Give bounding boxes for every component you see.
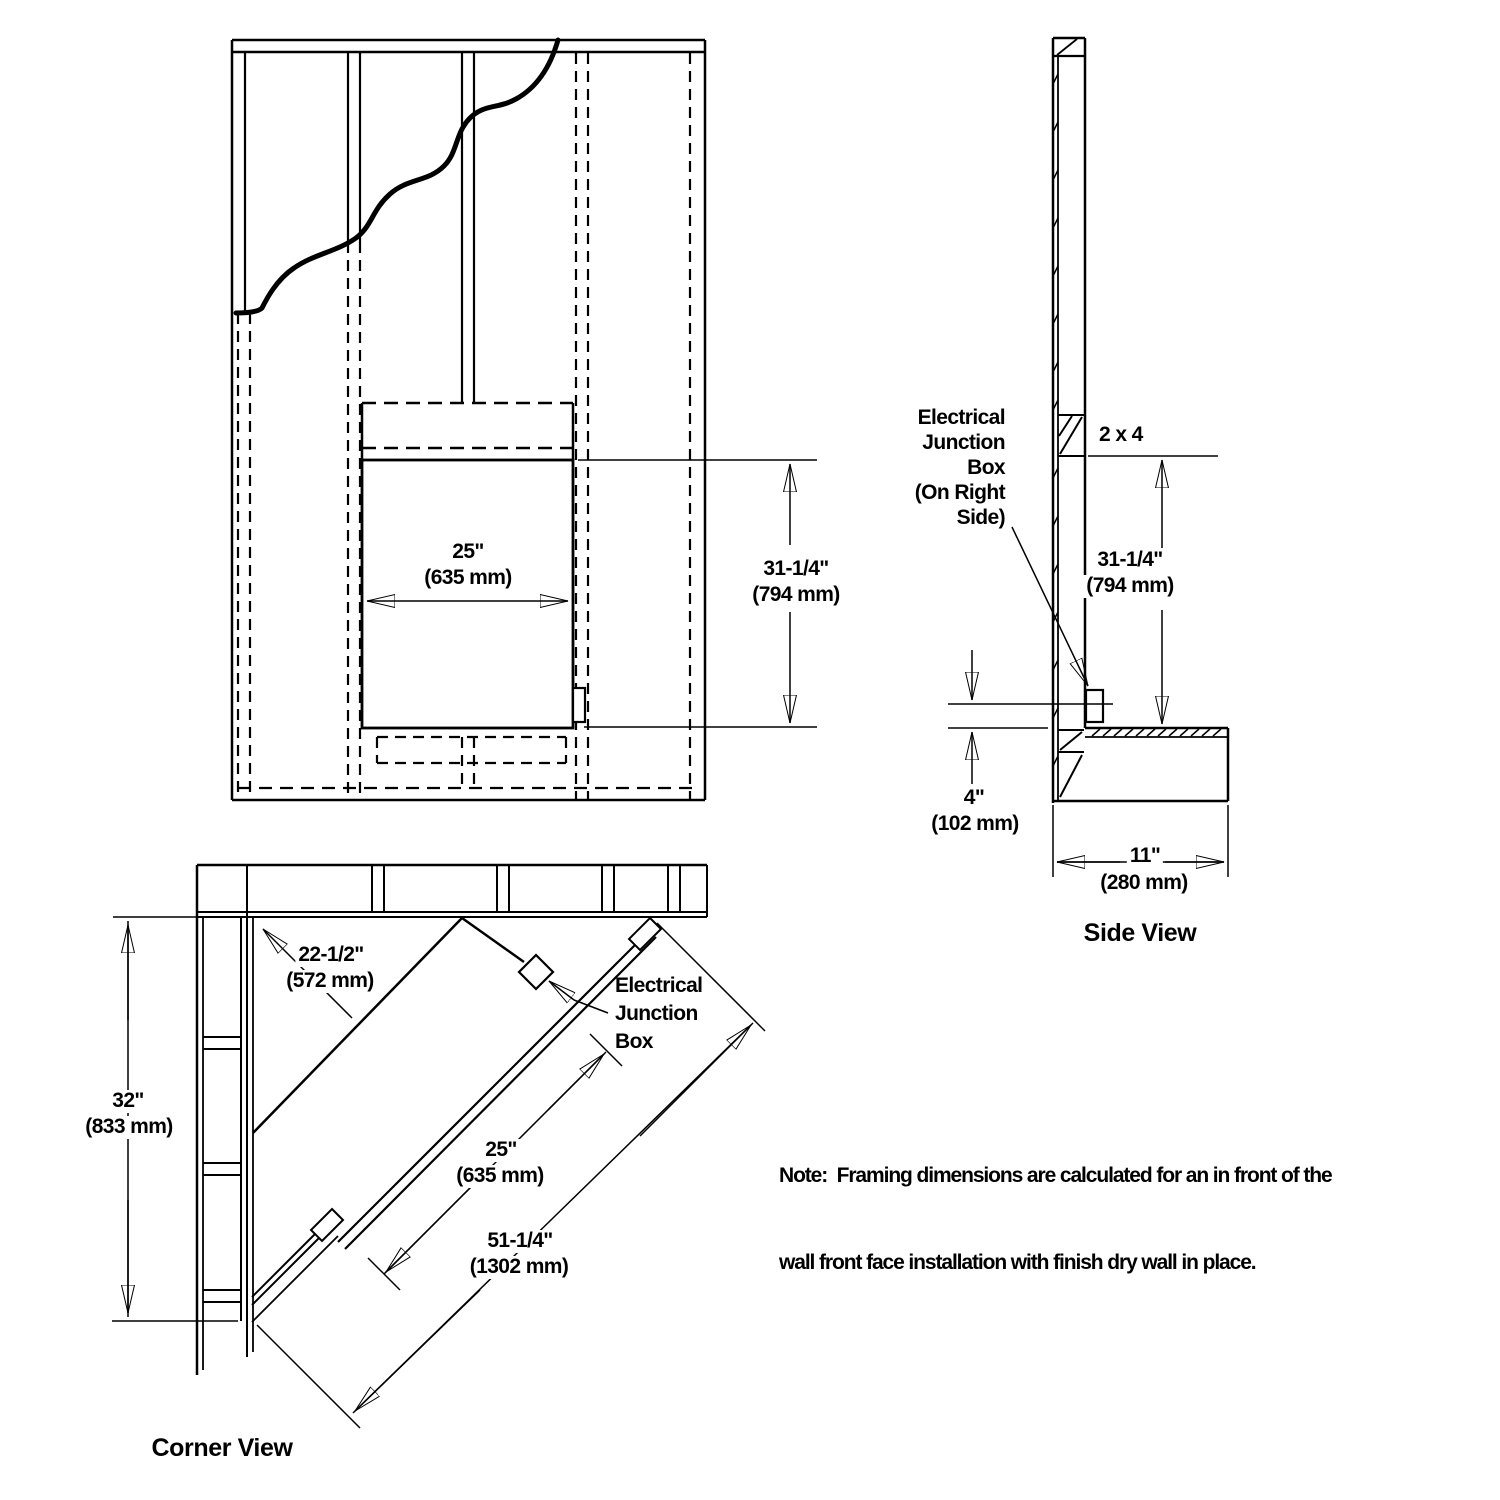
framing-note-line2: wall front face installation with finish… xyxy=(779,1251,1257,1274)
corner-diagonal-mm-label: (1302 mm) xyxy=(466,1255,572,1279)
side-view xyxy=(948,36,1230,877)
unit-left-edge xyxy=(252,917,463,1134)
bottom-plates xyxy=(1058,729,1084,798)
junction-box-corner xyxy=(517,953,555,991)
front-width-in-label: 25" xyxy=(449,540,487,564)
side-height-mm-label: (794 mm) xyxy=(1083,574,1177,598)
corner-front-in-label: 25" xyxy=(482,1138,520,1162)
corner-wall-mm-label: (833 mm) xyxy=(82,1115,176,1139)
junction-box-side-label: Electrical Junction Box (On Right Side) xyxy=(914,406,1006,529)
side-depth-mm-label: (280 mm) xyxy=(1097,871,1191,895)
top-wall-studs xyxy=(371,865,681,912)
front-framing-view xyxy=(230,37,817,802)
diagonal-wall-stud-lower xyxy=(309,1207,345,1243)
front-width-mm-label: (635 mm) xyxy=(421,566,515,590)
corner-view xyxy=(112,863,766,1429)
side-height-in-label: 31-1/4" xyxy=(1094,548,1166,572)
corner-diagonal-in-label: 51-1/4" xyxy=(484,1229,556,1253)
side-view-title: Side View xyxy=(1080,920,1200,947)
corner-view-title: Corner View xyxy=(148,1435,296,1462)
corner-depth-mm-label: (572 mm) xyxy=(283,969,377,993)
framing-note: Note: Framing dimensions are calculated … xyxy=(779,1103,1333,1306)
junction-box-side xyxy=(1084,688,1105,724)
framing-note-line1: Note: Framing dimensions are calculated … xyxy=(779,1164,1333,1187)
stud-2x4 xyxy=(1058,414,1084,457)
electrical-cable xyxy=(233,37,561,316)
stud-2x4-label: 2 x 4 xyxy=(1096,423,1146,447)
unit-right-edge xyxy=(461,916,525,964)
junction-box-corner-label: Electrical Junction Box xyxy=(615,974,703,1053)
junction-box-front xyxy=(571,686,587,724)
corner-front-mm-label: (635 mm) xyxy=(453,1164,547,1188)
side-box-height-mm-label: (102 mm) xyxy=(928,812,1022,836)
corner-depth-in-label: 22-1/2" xyxy=(295,943,367,967)
side-box-height-in-label: 4" xyxy=(960,786,988,810)
side-depth-in-label: 11" xyxy=(1126,844,1164,868)
platform-hatch xyxy=(1091,728,1222,737)
corner-wall-in-label: 32" xyxy=(109,1089,147,1113)
framed-opening xyxy=(360,458,575,730)
drywall-hatch xyxy=(1052,73,1059,767)
left-wall-studs xyxy=(203,1036,241,1303)
front-height-in-label: 31-1/4" xyxy=(760,557,832,581)
diagonal-wall-stud-upper xyxy=(627,916,663,952)
front-height-mm-label: (794 mm) xyxy=(749,583,843,607)
